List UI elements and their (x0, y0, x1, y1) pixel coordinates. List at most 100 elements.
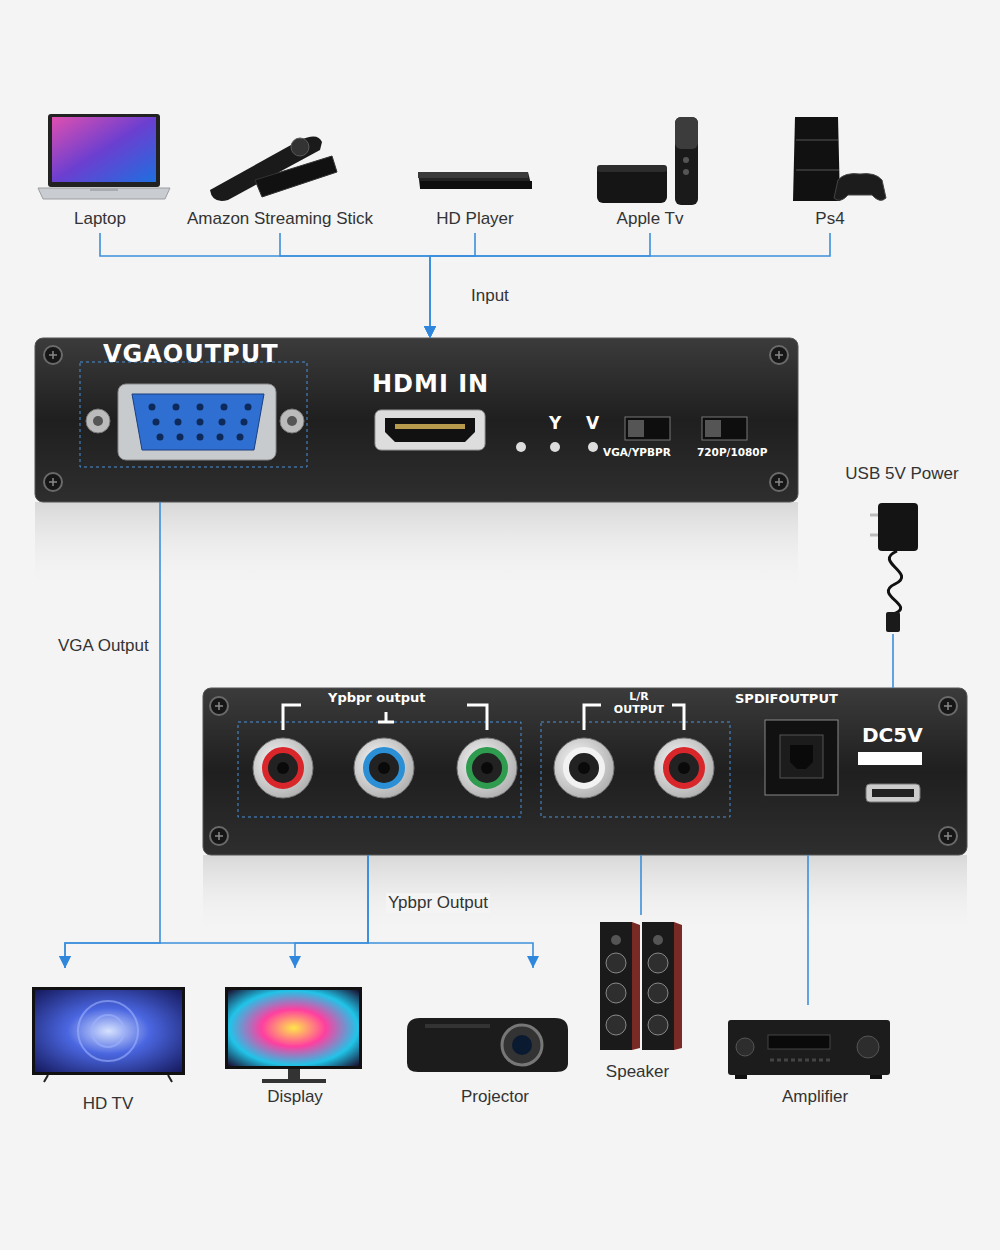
amplifier-picture (728, 1020, 890, 1075)
front-panel-picture (395, 424, 465, 429)
arrow-head (424, 326, 436, 338)
device-label: Ps4 (815, 209, 844, 229)
speaker-picture (642, 922, 674, 1050)
display-picture (225, 987, 362, 1069)
front-panel-picture (153, 419, 160, 426)
edge-label: VGA Output (56, 636, 151, 656)
speaker-picture (606, 1015, 626, 1035)
back-panel-picture (354, 738, 414, 798)
connector (808, 855, 809, 1005)
device-node: Display (220, 968, 370, 1111)
ps4-picture (793, 117, 840, 201)
connector (368, 855, 539, 968)
front-panel-picture (149, 404, 252, 441)
laptop-picture (48, 114, 160, 187)
amplifier-picture (870, 1075, 882, 1079)
apple-tv-picture (597, 117, 698, 205)
speaker-picture (653, 935, 663, 945)
back-panel-picture (554, 738, 614, 798)
apple-tv-picture (683, 169, 689, 175)
back-panel-picture (210, 697, 957, 845)
tv-picture (32, 987, 185, 1075)
front-panel-picture (237, 434, 244, 441)
front-panel-picture (219, 419, 226, 426)
back-panel-picture (238, 722, 521, 817)
front-panel-picture (35, 338, 798, 592)
connector-line (100, 233, 430, 338)
projector-picture (512, 1035, 532, 1055)
connector-line (430, 233, 650, 338)
panel-label: Y (549, 414, 561, 434)
apple-tv-picture (675, 117, 698, 149)
back-panel-picture (872, 789, 914, 797)
speaker-picture (632, 922, 640, 1050)
usb-adapter-picture (870, 515, 878, 535)
panel-label: HDMI IN (372, 371, 489, 399)
connector (424, 233, 650, 338)
ps4-picture (793, 117, 886, 201)
device-label: USB 5V Power (845, 464, 958, 484)
front-panel-picture (628, 420, 644, 437)
back-panel-picture (215, 702, 952, 840)
speaker-picture (674, 922, 682, 1050)
front-panel-picture (241, 419, 248, 426)
front-panel-picture (149, 404, 156, 411)
back-panel-picture (765, 720, 838, 795)
arrow-head (527, 956, 539, 968)
device-node: USB 5V Power (838, 462, 966, 634)
panel-label: L/R OUTPUT (609, 691, 669, 716)
usb-adapter-picture (888, 551, 901, 614)
panel-label: V (586, 414, 599, 434)
streaming-stick-picture (210, 136, 337, 200)
back-panel-picture (666, 750, 702, 786)
arrow-head (424, 326, 436, 338)
front-panel-picture (550, 442, 560, 452)
tv-picture (35, 990, 182, 1072)
front-panel-picture (221, 404, 228, 411)
front-panel-picture (157, 434, 164, 441)
ps4-picture (796, 140, 839, 170)
front-panel-picture (80, 362, 307, 467)
edge-label: Input (469, 286, 511, 306)
connector (280, 233, 436, 338)
back-panel-picture (481, 762, 493, 774)
connector-line (892, 634, 894, 688)
back-panel-picture (578, 762, 590, 774)
connector (424, 233, 475, 338)
display-picture (225, 987, 362, 1083)
device-label: HD TV (83, 1094, 134, 1114)
panel-label: SPDIFOUTPUT (735, 692, 838, 707)
arrow-head (59, 956, 71, 968)
edge-label: Ypbpr Output (386, 893, 490, 913)
front-panel-picture (385, 418, 475, 442)
apple-tv-picture (597, 165, 667, 203)
speaker-picture (600, 922, 682, 1050)
back-panel-picture (790, 745, 813, 769)
speaker-picture (606, 953, 626, 973)
device-panel: VGAOUTPUTHDMI INYVVGA/YPBPR720P/1080P (35, 338, 798, 502)
tv-picture (32, 987, 185, 1082)
laptop-picture (52, 117, 156, 182)
arrow-head (289, 956, 301, 968)
front-panel-picture (93, 416, 103, 426)
speaker-picture (611, 935, 621, 945)
hd-player-picture (418, 172, 532, 189)
front-panel-picture (197, 404, 204, 411)
back-panel-picture (678, 762, 690, 774)
device-label: Speaker (606, 1062, 669, 1082)
back-panel-picture (780, 735, 823, 778)
connector-line (295, 855, 368, 968)
device-node: HD Player (405, 105, 545, 233)
front-panel-picture (197, 434, 204, 441)
front-panel-picture (375, 410, 485, 450)
connector (424, 233, 830, 338)
panel-label: DC5V (862, 724, 923, 747)
connector-line (640, 855, 642, 915)
back-panel-picture (457, 738, 517, 798)
tv-picture (44, 1075, 172, 1082)
apple-tv-picture (597, 165, 667, 172)
front-panel-picture (173, 404, 180, 411)
front-panel-picture (702, 417, 747, 440)
front-panel-picture (197, 419, 204, 426)
